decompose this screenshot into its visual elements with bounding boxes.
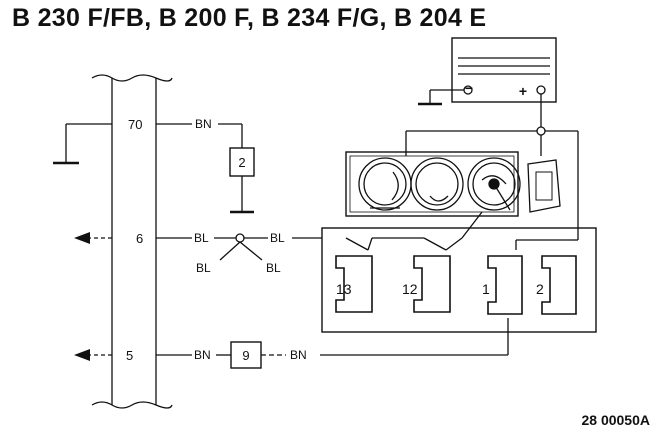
wire-bn-top (156, 123, 254, 214)
component-2-label: 2 (238, 155, 245, 170)
wire-label-bl-down-left: BL (196, 261, 211, 275)
diagram-title: B 230 F/FB, B 200 F, B 234 F/G, B 204 E (12, 4, 487, 32)
reference-code: 28 00050A (581, 412, 650, 428)
connector-12-label: 12 (402, 281, 418, 297)
component-9-box (230, 341, 262, 369)
battery-plus-label: + (519, 83, 527, 99)
central-bus (91, 74, 173, 409)
wire-label-bn-bottom-right: BN (290, 348, 307, 362)
wire-bn-bottom (156, 318, 509, 356)
battery-minus-label: − (465, 80, 473, 96)
connector-enclosure (321, 211, 597, 333)
connector-2-label: 2 (536, 281, 544, 297)
wire-label-bl-right: BL (270, 231, 285, 245)
battery (451, 37, 557, 103)
wire-label-bn-top: BN (195, 117, 212, 131)
wire-label-bl-down-right: BL (266, 261, 281, 275)
connector-2 (541, 255, 577, 315)
wire-label-bl-left: BL (194, 231, 209, 245)
connector-1-label: 1 (482, 281, 490, 297)
component-9-label: 9 (242, 348, 249, 363)
wire-label-bn-bottom-left: BN (194, 348, 211, 362)
battery-positive-feed (405, 94, 579, 241)
bus-pin-70: 70 (128, 117, 142, 132)
instrument-cluster (345, 151, 561, 217)
wire-bl-junction (156, 233, 322, 261)
connector-1 (487, 255, 523, 315)
connector-12 (413, 255, 451, 313)
bus-pin-5: 5 (126, 348, 133, 363)
battery-ground (418, 89, 464, 106)
ground-symbol-left (53, 123, 112, 165)
bus-pin-6: 6 (136, 231, 143, 246)
arrow-left-pin5 (74, 349, 112, 361)
component-2-box (229, 147, 255, 177)
connector-13-label: 13 (336, 281, 352, 297)
arrow-left-pin6 (74, 232, 112, 244)
connector-13 (335, 255, 373, 313)
